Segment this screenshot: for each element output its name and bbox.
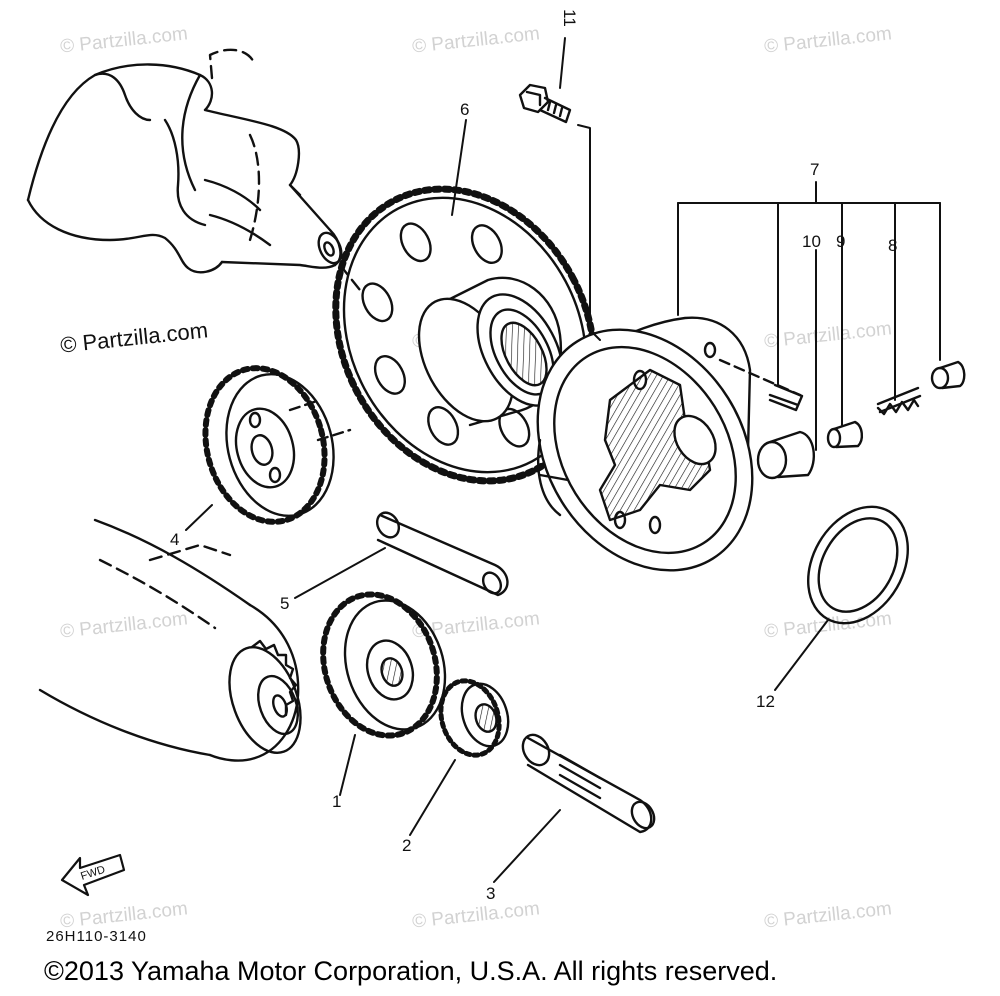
callout-2: 2 bbox=[402, 836, 412, 855]
part-11-bolt bbox=[518, 83, 572, 124]
leader-lines bbox=[185, 37, 829, 883]
crankshaft-illustration bbox=[26, 48, 362, 292]
callout-10: 10 bbox=[802, 232, 821, 251]
part-4-idler-gear bbox=[202, 365, 352, 525]
part-10-pin bbox=[768, 383, 804, 412]
callout-3: 3 bbox=[486, 884, 496, 903]
part-7-clutch-housing bbox=[536, 316, 802, 572]
callout-8: 8 bbox=[888, 236, 898, 255]
callout-6: 6 bbox=[460, 100, 470, 119]
callout-5: 5 bbox=[280, 594, 290, 613]
part-9-roller bbox=[756, 420, 863, 480]
copyright-notice: ©2013 Yamaha Motor Corporation, U.S.A. A… bbox=[44, 956, 778, 986]
callout-12: 12 bbox=[756, 692, 775, 711]
part-5-shaft bbox=[375, 511, 509, 597]
fwd-arrow-icon: FWD bbox=[60, 853, 126, 897]
callout-11: 11 bbox=[559, 9, 579, 27]
part-2-small-gear bbox=[438, 678, 510, 758]
callout-9: 9 bbox=[836, 232, 846, 251]
callout-7: 7 bbox=[810, 160, 820, 179]
part-12-washer bbox=[807, 505, 909, 625]
callout-bracket-7 bbox=[677, 181, 941, 451]
callout-1: 1 bbox=[332, 792, 342, 811]
part-8-spring-cap bbox=[876, 360, 966, 416]
diagram-code: 26H110-3140 bbox=[46, 928, 147, 945]
part-1-gear bbox=[320, 591, 447, 739]
part-3-splined-shaft bbox=[521, 733, 656, 834]
rotor-shaft-illustration bbox=[38, 518, 302, 762]
callout-4: 4 bbox=[170, 530, 180, 549]
